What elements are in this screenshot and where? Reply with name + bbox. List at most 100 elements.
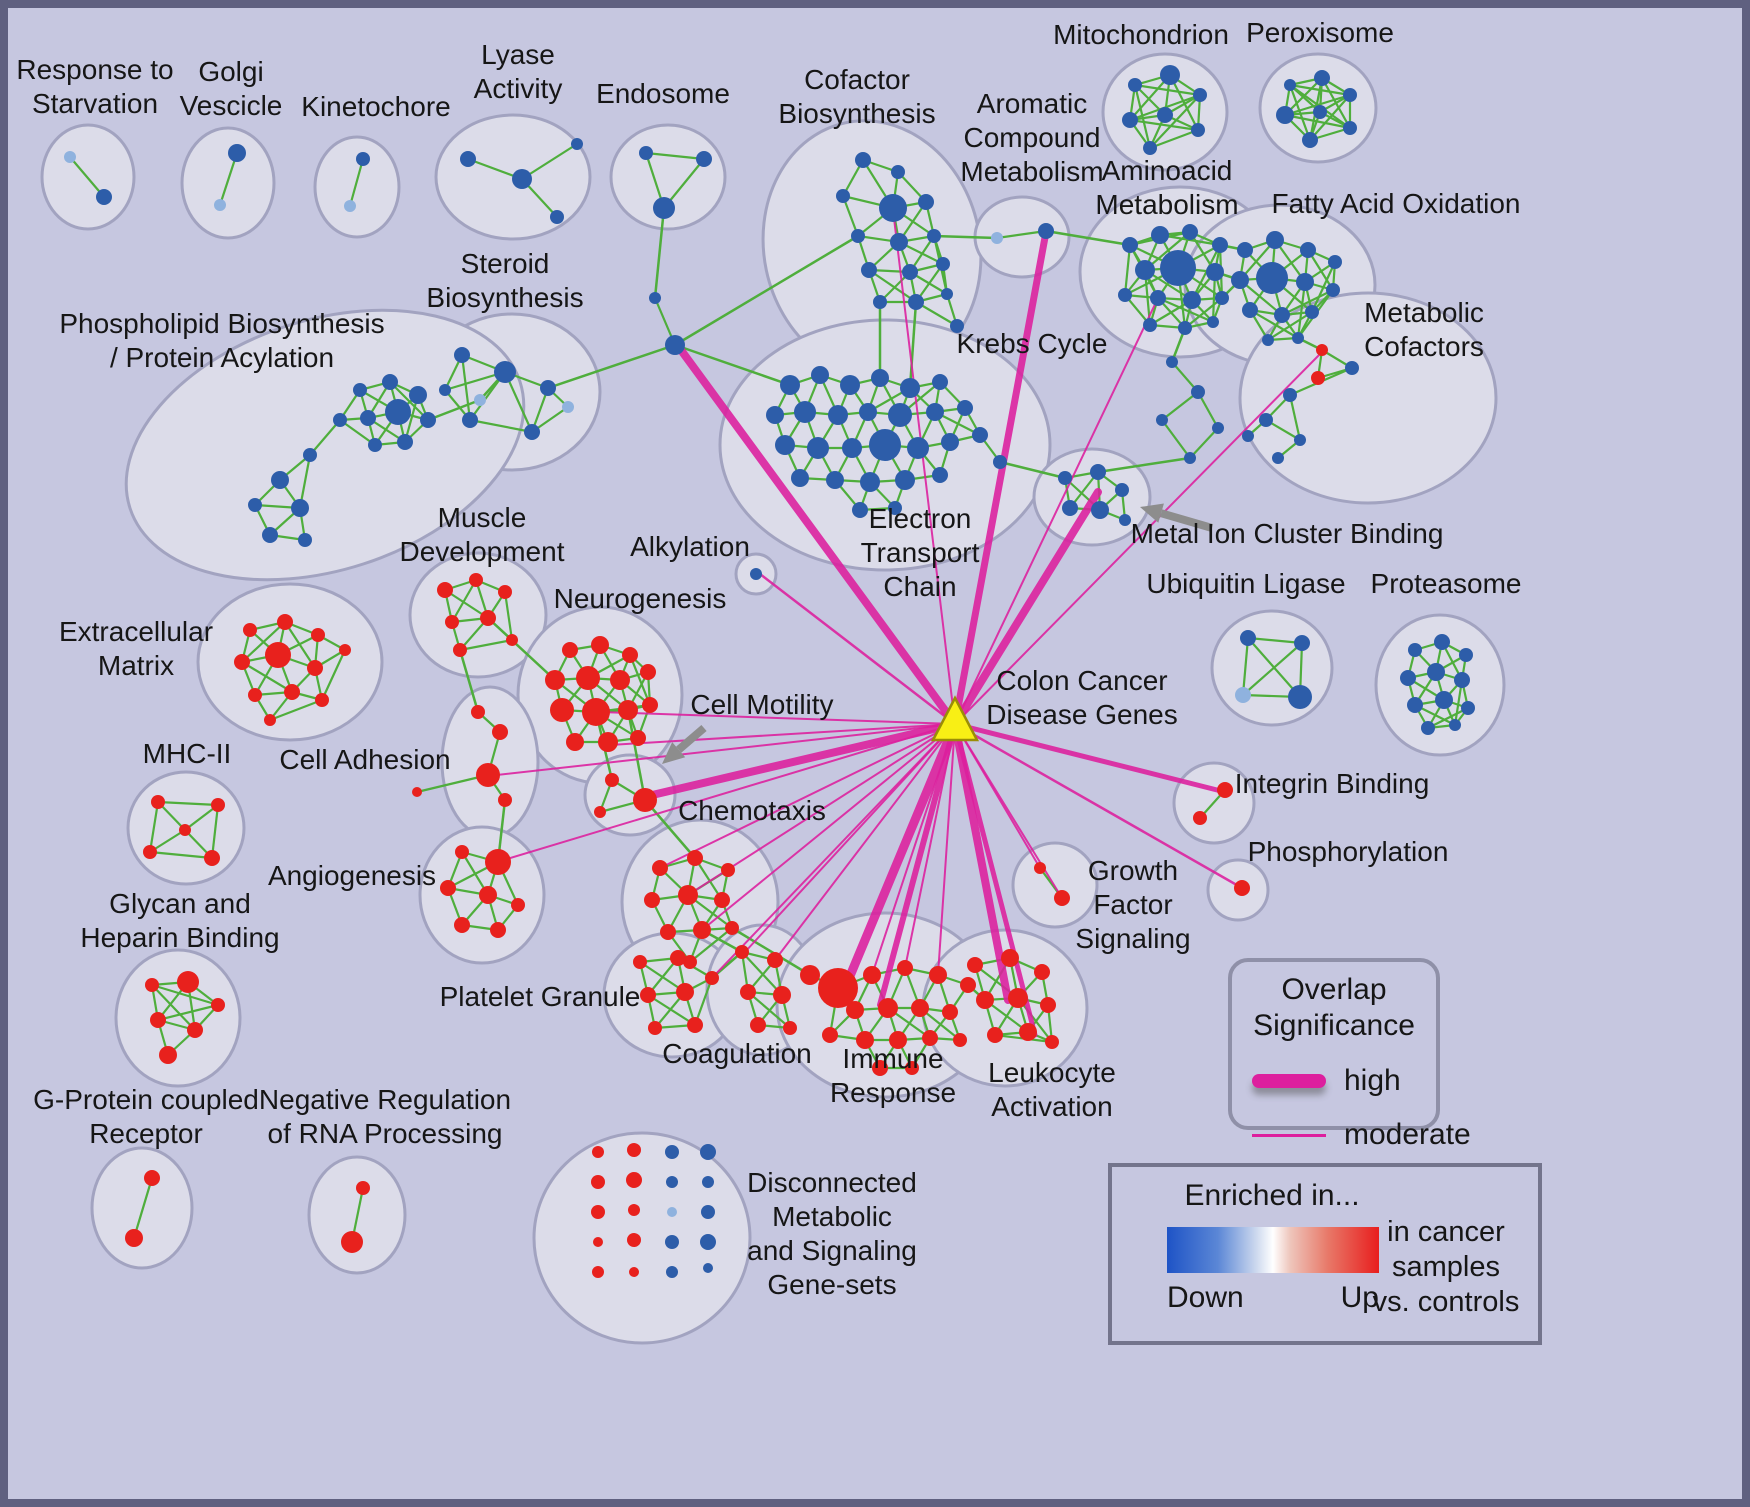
gene-set-node-metabolic-cofactors-7 [1272,452,1284,464]
gene-set-node-phospholipid-biosynthesis-12 [291,499,309,517]
up-label: Up [1340,1281,1379,1314]
gene-set-node-immune-response-7 [878,998,898,1018]
gene-set-node-immune-response-9 [942,1004,958,1020]
cluster-label-ubiquitin-ligase: Ubiquitin Ligase [1146,568,1345,599]
gene-set-node-bridge-chain-2 [1156,414,1168,426]
high-label: high [1344,1064,1401,1097]
gene-set-node-glycan-heparin-binding-1 [177,971,199,993]
cluster-label-cell-motility: Cell Motility [690,689,833,720]
gene-set-node-fatty-acid-oxidation-7 [1326,283,1340,297]
gene-set-node-mitochondrion-6 [1143,141,1157,155]
gene-set-node-electron-transport-chain-10 [888,403,912,427]
gene-set-node-glycan-heparin-binding-3 [150,1012,166,1028]
gene-set-node-metabolic-cofactors-3 [1283,388,1297,402]
gene-set-node-disconnected-gene-sets-5 [627,1143,641,1157]
gene-set-node-cofactor-biosynthesis-4 [918,194,934,210]
gene-set-node-proteasome-3 [1400,670,1416,686]
gene-set-node-cell-adhesion-4 [412,787,422,797]
overlap-edge-moderate [774,723,956,961]
inter-cluster-edge [674,234,859,347]
gene-set-node-disconnected-gene-sets-11 [666,1176,678,1188]
gene-set-node-peroxisome-3 [1276,106,1294,124]
gene-set-node-cofactor-biosynthesis-13 [941,288,953,300]
pointer-arrowhead-icon-0 [1140,503,1164,523]
gene-set-edge [444,589,489,619]
gene-set-node-muscle-development-4 [480,610,496,626]
gene-set-node-angiogenesis-1 [485,849,511,875]
gene-set-edge [1241,637,1250,696]
gene-set-node-extracellular-matrix-2 [311,628,325,642]
enrichment-gradient-bar [1167,1227,1379,1273]
gene-set-edge [416,773,489,794]
gene-set-node-neurogenesis-6 [640,664,656,680]
gene-set-node-neurogenesis-9 [618,700,638,720]
pointer-arrow-shaft-1 [676,724,707,753]
gene-set-node-metal-ion-cluster-binding-4 [1091,501,1109,519]
cluster-label-phosphorylation: Phosphorylation [1248,836,1449,867]
inter-cluster-edge [933,234,998,240]
gene-set-node-kinetochore-0 [356,152,370,166]
inter-cluster-edge [908,301,918,389]
gene-set-node-chemotaxis-2 [721,863,735,877]
gene-set-node-disconnected-gene-sets-1 [591,1175,605,1189]
overlap-legend-title-line1: Overlap [1281,973,1387,1006]
gene-set-node-metal-ion-cluster-binding-3 [1062,500,1078,516]
gene-set-edge [996,229,1047,240]
gene-set-edge [210,804,220,859]
gene-set-edge [1189,427,1219,459]
gene-set-edge [1129,118,1199,132]
gene-set-node-kinetochore-1 [344,200,356,212]
gene-set-node-proteasome-4 [1427,663,1445,681]
gene-set-node-cell-adhesion-2 [476,763,500,787]
overlap-edge-moderate [711,723,956,979]
gene-set-edge [149,850,213,860]
gene-set-node-aminoacid-metabolism-3 [1212,237,1228,253]
gene-set-node-immune-response-15 [872,1060,888,1076]
overlap-edge-high [674,342,959,728]
gene-set-node-metabolic-cofactors-4 [1259,413,1273,427]
gene-set-node-electron-transport-chain-1 [811,366,829,384]
overlap-edge-moderate [953,722,1244,890]
gene-set-edge [1239,279,1283,316]
overlap-legend-title-line2: Significance [1253,1009,1415,1042]
gene-set-edge [1249,309,1299,339]
gene-set-node-proteasome-9 [1421,721,1435,735]
gene-set-node-extracellular-matrix-0 [243,623,257,637]
overlap-edge-moderate [659,723,956,869]
gene-set-edge [645,151,705,161]
gene-set-node-phospholipid-biosynthesis-0 [353,383,367,397]
gene-set-node-leukocyte-activation-6 [987,1027,1003,1043]
gene-set-node-electron-transport-chain-13 [775,435,795,455]
gene-set-edge [647,994,696,1026]
gene-set-node-metabolic-cofactors-2 [1345,361,1359,375]
gene-set-node-aminoacid-metabolism-1 [1151,226,1169,244]
gene-set-node-electron-transport-chain-21 [826,471,844,489]
gene-set-edge [1288,84,1312,141]
enriched-legend: Enriched in... Down Up in cancer samples… [1108,1163,1542,1345]
cluster-label-kinetochore: Kinetochore [301,91,450,122]
gene-set-node-fatty-acid-oxidation-4 [1231,271,1249,289]
moderate-significance-swatch [1252,1133,1326,1137]
gene-set-edge [741,951,783,996]
cluster-label-peroxisome: Peroxisome [1246,17,1394,48]
gene-set-edge [241,621,286,663]
gene-set-node-disconnected-gene-sets-7 [628,1204,640,1216]
enrichment-gradient-ends: Down Up [1167,1281,1379,1315]
gene-set-node-phospholipid-biosynthesis-1 [382,374,398,390]
gene-set-edge [1191,244,1221,301]
cluster-bubble-metabolic-cofactors [1238,291,1498,505]
gene-set-node-lyase-activity-0 [460,151,476,167]
cluster-label-alkylation: Alkylation [630,531,750,562]
gene-set-node-mitochondrion-0 [1128,78,1142,92]
gene-set-edge [1281,289,1334,316]
gene-set-node-mhc-ii-2 [143,845,157,859]
gene-set-node-bridge-chain-4 [1184,452,1196,464]
gene-set-edge [269,698,323,722]
gene-set-node-mhc-ii-0 [151,795,165,809]
gene-set-node-g-protein-coupled-receptor-0 [144,1170,160,1186]
